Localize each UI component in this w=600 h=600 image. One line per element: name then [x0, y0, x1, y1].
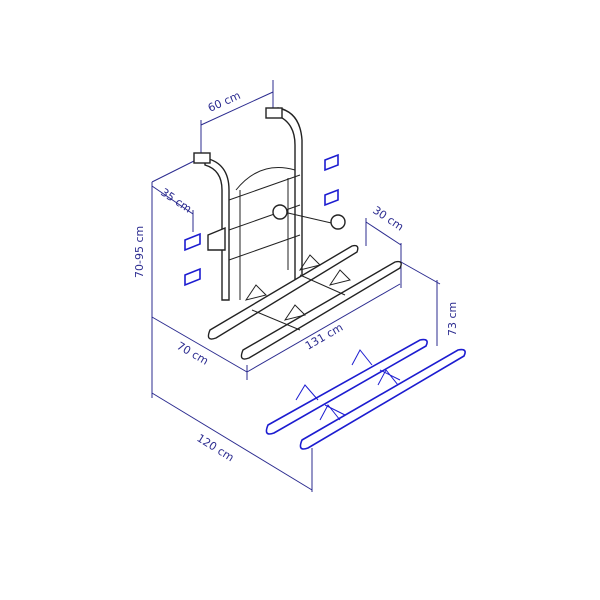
label-depth: 70 cm: [175, 339, 211, 367]
wall-clamps: [184, 153, 339, 287]
label-arm-depth: 35 cm: [158, 186, 194, 216]
bike-rack-folded: [265, 338, 466, 450]
label-height-range: 70-95 cm: [133, 226, 146, 278]
label-rail-length: 131 cm: [303, 321, 345, 353]
label-folded-height: 73 cm: [446, 302, 459, 336]
label-top-width: 60 cm: [206, 89, 243, 115]
label-rail-offset: 30 cm: [370, 204, 406, 234]
bike-rack-upright: [193, 107, 402, 360]
label-total-depth: 120 cm: [194, 432, 236, 465]
